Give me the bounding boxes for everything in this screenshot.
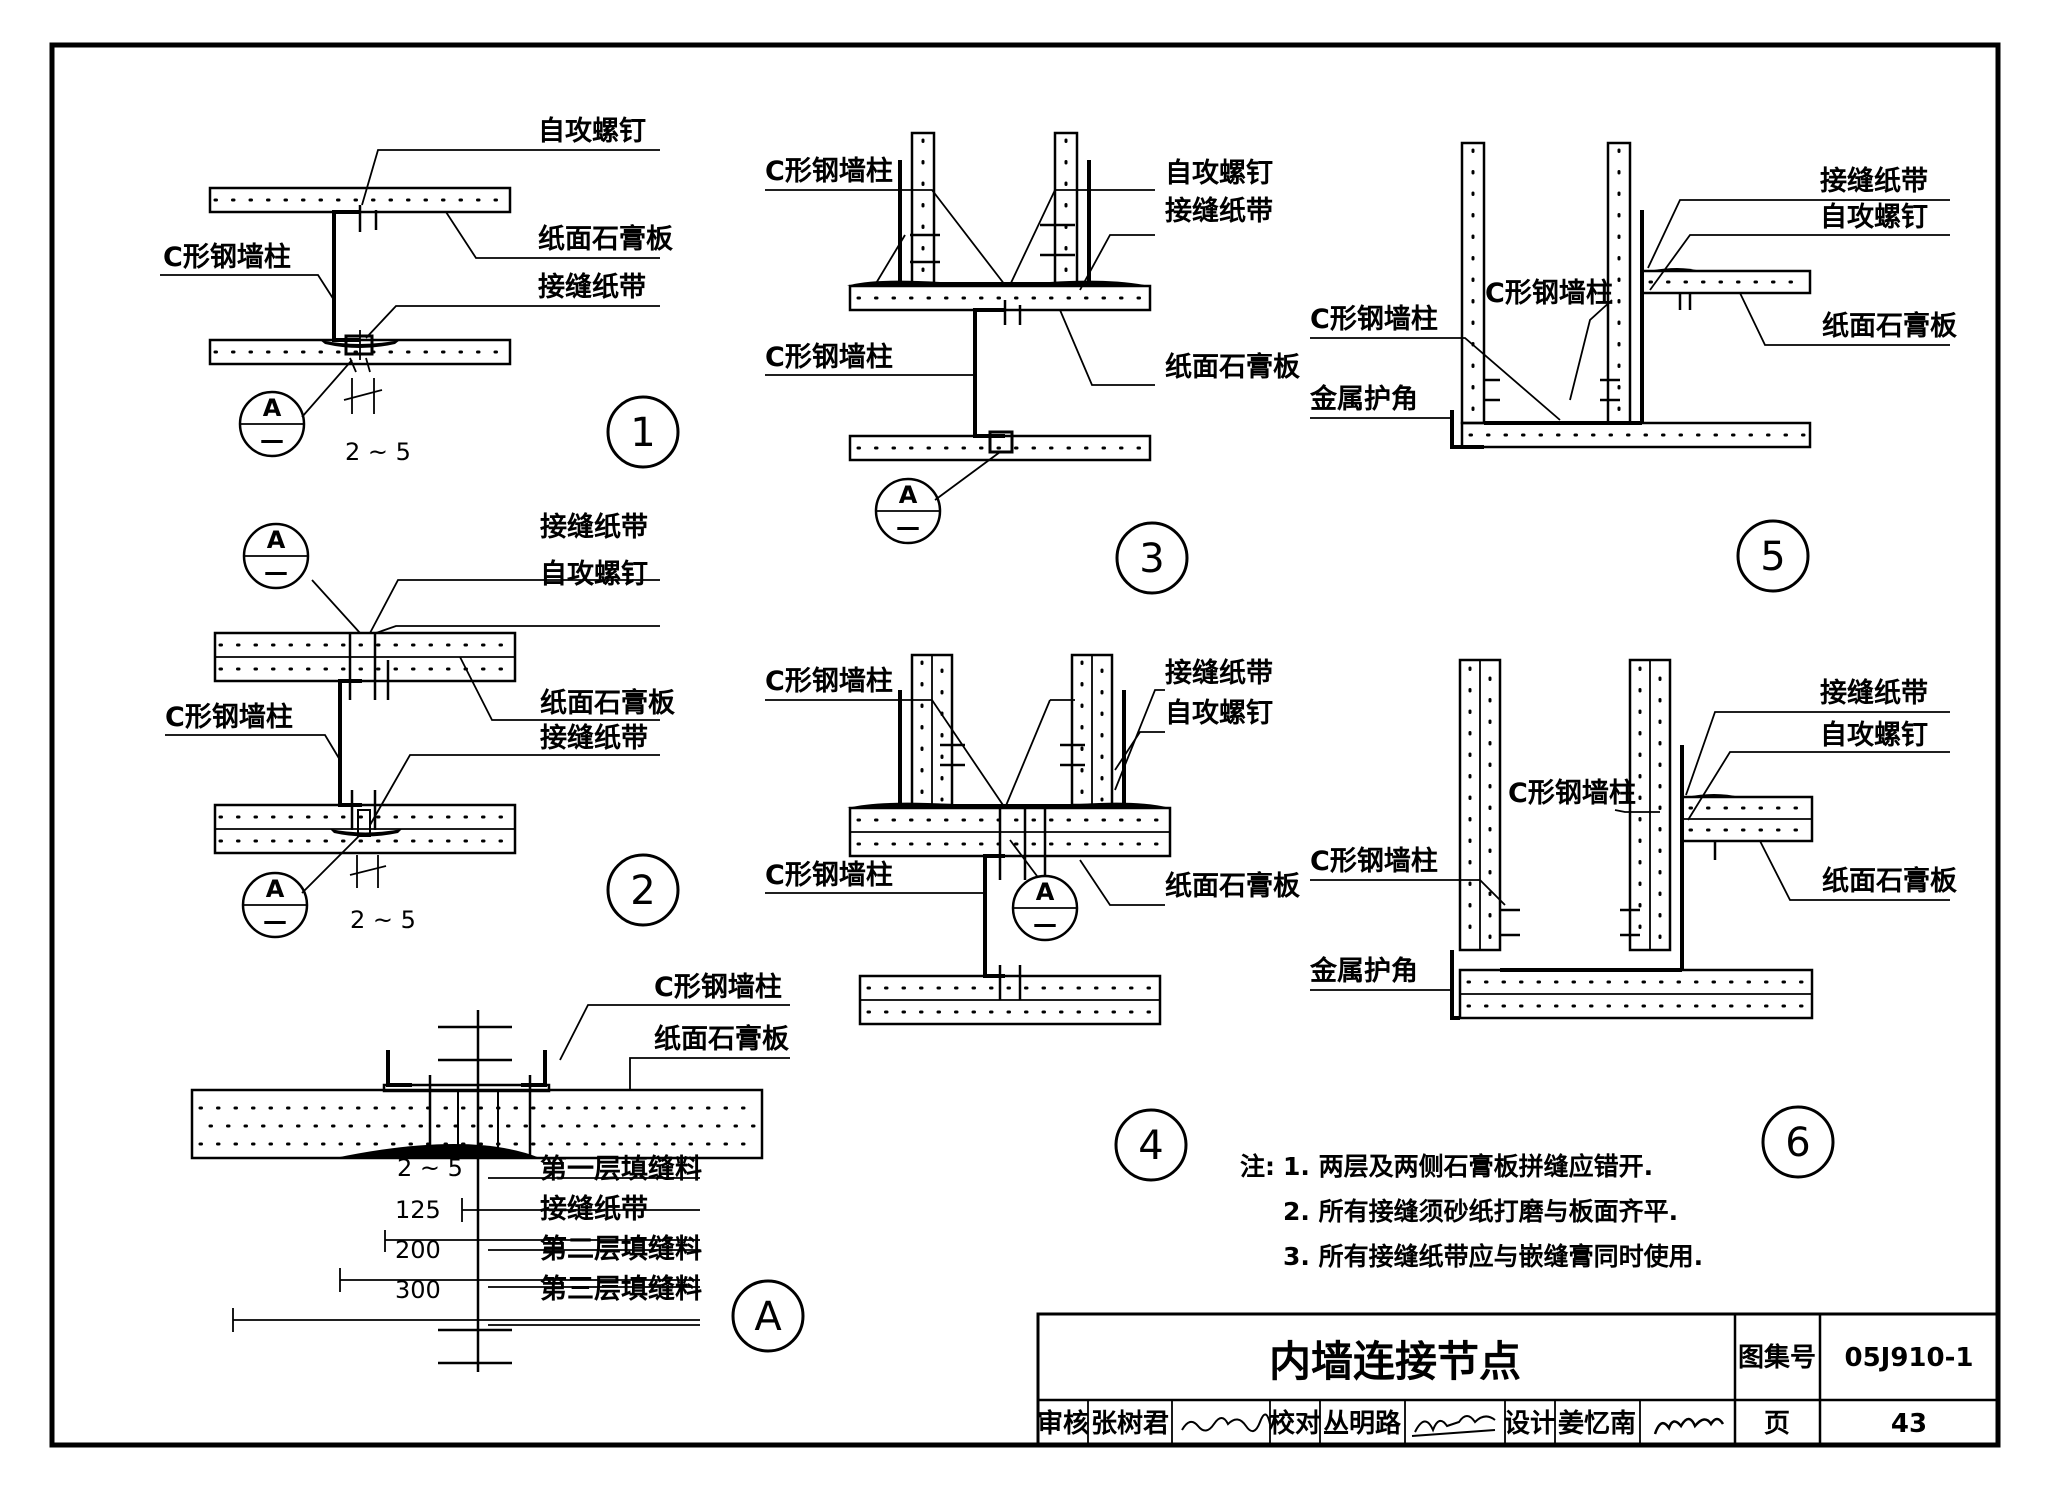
d2-bubble-a-top: A —: [242, 522, 310, 590]
svg-text:A: A: [266, 875, 285, 903]
sheet-border: [49, 42, 2001, 1448]
d1-screw-label: 自攻螺钉: [538, 115, 646, 147]
d5-gypsum-label: 纸面石膏板: [1822, 310, 1957, 342]
da-stud-label: C形钢墙柱: [654, 972, 782, 1003]
d1-bubble-a: A —: [238, 390, 306, 458]
d2-stud-label: C形钢墙柱: [165, 702, 293, 733]
d3-bubble-a: A —: [874, 477, 942, 545]
svg-text:A: A: [267, 526, 286, 554]
d5-stud-label: C形钢墙柱: [1310, 304, 1438, 335]
designer-signature: [1653, 1417, 1725, 1435]
da-fill3-label: 第三层填缝料: [540, 1273, 702, 1305]
d6-screw-label: 自攻螺钉: [1820, 719, 1928, 751]
detail-5: 接缝纸带 自攻螺钉 C形钢墙柱 C形钢墙柱 纸面石膏板 金属护角 5: [1309, 141, 1957, 593]
check-label: 校对: [1269, 1408, 1321, 1439]
d2-screw-label: 自攻螺钉: [540, 558, 648, 590]
detail-6: 接缝纸带 自攻螺钉 C形钢墙柱 C形钢墙柱 纸面石膏板 金属护角 6: [1309, 658, 1957, 1179]
d4-gypsum-label: 纸面石膏板: [1165, 870, 1300, 902]
da-fill1-label: 第一层填缝料: [540, 1153, 702, 1185]
d3-screw-label: 自攻螺钉: [1165, 157, 1273, 189]
atlas-number: 05J910-1: [1844, 1343, 1973, 1373]
svg-text:—: —: [263, 907, 287, 935]
d2-tape-top-label: 接缝纸带: [540, 511, 648, 543]
d1-gypsum-label: 纸面石膏板: [538, 223, 673, 255]
detail-2: 接缝纸带 自攻螺钉 纸面石膏板 接缝纸带 C形钢墙柱 2 ~ 5 A — A —…: [165, 511, 680, 939]
d2-gypsum-label: 纸面石膏板: [540, 687, 675, 719]
d1-tape-label: 接缝纸带: [538, 271, 646, 303]
d5-stud-inner-label: C形钢墙柱: [1485, 278, 1613, 309]
da-w200-dim: 200: [395, 1236, 441, 1264]
svg-text:—: —: [896, 513, 920, 541]
d5-tape-label: 接缝纸带: [1820, 165, 1928, 197]
da-w125-dim: 125: [395, 1196, 441, 1224]
checker-name: 丛明路: [1323, 1408, 1402, 1439]
notes: 注: 1. 两层及两侧石膏板拼缝应错开. 2. 所有接缝须砂纸打磨与板面齐平. …: [1240, 1152, 1703, 1271]
d5-screw-label: 自攻螺钉: [1820, 201, 1928, 233]
da-w300-dim: 300: [395, 1276, 441, 1304]
da-fill2-label: 第二层填缝料: [540, 1233, 702, 1265]
notes-prefix: 注:: [1240, 1152, 1275, 1181]
d3-tape-label: 接缝纸带: [1165, 195, 1273, 227]
page-label: 页: [1764, 1409, 1790, 1439]
detail-1: 自攻螺钉 纸面石膏板 接缝纸带 C形钢墙柱 2 ~ 5 A — 1: [160, 115, 680, 469]
d3-stud-top-label: C形钢墙柱: [765, 156, 893, 187]
title-block: 内墙连接节点 图集号 05J910-1 审核 张树君 校对 丛明路 设计 姜忆南…: [1036, 1312, 2000, 1446]
reviewer-signature: [1181, 1413, 1271, 1433]
d2-gap-dim: 2 ~ 5: [350, 906, 416, 934]
detail-a-letter: A: [754, 1294, 782, 1340]
detail-4: C形钢墙柱 接缝纸带 自攻螺钉 C形钢墙柱 纸面石膏板 A — 4: [765, 653, 1300, 1182]
d6-stud-label: C形钢墙柱: [1310, 846, 1438, 877]
designer-name: 姜忆南: [1558, 1408, 1636, 1439]
checker-signature: [1411, 1415, 1496, 1437]
d1-gap-dim: 2 ~ 5: [345, 438, 411, 466]
svg-text:A: A: [1036, 878, 1055, 906]
d6-tape-label: 接缝纸带: [1820, 677, 1928, 709]
d1-stud-label: C形钢墙柱: [163, 242, 291, 273]
detail-4-number: 4: [1138, 1123, 1163, 1169]
note-3: 3. 所有接缝纸带应与嵌缝膏同时使用.: [1283, 1242, 1703, 1271]
d4-bubble-a: A —: [1011, 874, 1079, 942]
detail-3-number: 3: [1139, 536, 1164, 582]
d4-stud-top-label: C形钢墙柱: [765, 666, 893, 697]
detail-5-number: 5: [1760, 534, 1785, 580]
da-gap-dim: 2 ~ 5: [397, 1154, 463, 1182]
d4-stud-bottom-label: C形钢墙柱: [765, 860, 893, 891]
detail-a: C形钢墙柱 纸面石膏板 2 ~ 5 125 200 300 第一层填缝料 接缝纸…: [190, 972, 805, 1372]
detail-3: C形钢墙柱 自攻螺钉 接缝纸带 C形钢墙柱 纸面石膏板 A — 3: [765, 131, 1300, 595]
svg-text:—: —: [1033, 910, 1057, 938]
d4-tape-label: 接缝纸带: [1165, 657, 1273, 689]
svg-text:A: A: [899, 481, 918, 509]
atlas-label: 图集号: [1738, 1342, 1816, 1373]
page-number: 43: [1891, 1409, 1927, 1439]
d3-gypsum-label: 纸面石膏板: [1165, 351, 1300, 383]
d3-stud-bottom-label: C形钢墙柱: [765, 342, 893, 373]
note-1: 1. 两层及两侧石膏板拼缝应错开.: [1283, 1152, 1653, 1181]
d6-corner-label: 金属护角: [1309, 955, 1418, 987]
d4-screw-label: 自攻螺钉: [1165, 697, 1273, 729]
drawing-title: 内墙连接节点: [1269, 1337, 1521, 1386]
d2-bubble-a-bottom: A —: [241, 871, 309, 939]
d5-corner-label: 金属护角: [1309, 383, 1418, 415]
d6-stud-inner-label: C形钢墙柱: [1508, 778, 1636, 809]
design-label: 设计: [1504, 1409, 1556, 1439]
da-gypsum-label: 纸面石膏板: [654, 1023, 789, 1055]
review-label: 审核: [1037, 1408, 1089, 1439]
detail-6-number: 6: [1785, 1120, 1810, 1166]
svg-text:—: —: [260, 426, 284, 454]
d2-tape-bottom-label: 接缝纸带: [540, 722, 648, 754]
d6-gypsum-label: 纸面石膏板: [1822, 865, 1957, 897]
detail-2-number: 2: [630, 868, 655, 914]
svg-text:A: A: [263, 394, 282, 422]
reviewer-name: 张树君: [1091, 1409, 1169, 1439]
detail-1-number: 1: [630, 410, 655, 456]
note-2: 2. 所有接缝须砂纸打磨与板面齐平.: [1283, 1197, 1678, 1226]
da-tape-label: 接缝纸带: [540, 1193, 648, 1225]
svg-text:—: —: [264, 558, 288, 586]
